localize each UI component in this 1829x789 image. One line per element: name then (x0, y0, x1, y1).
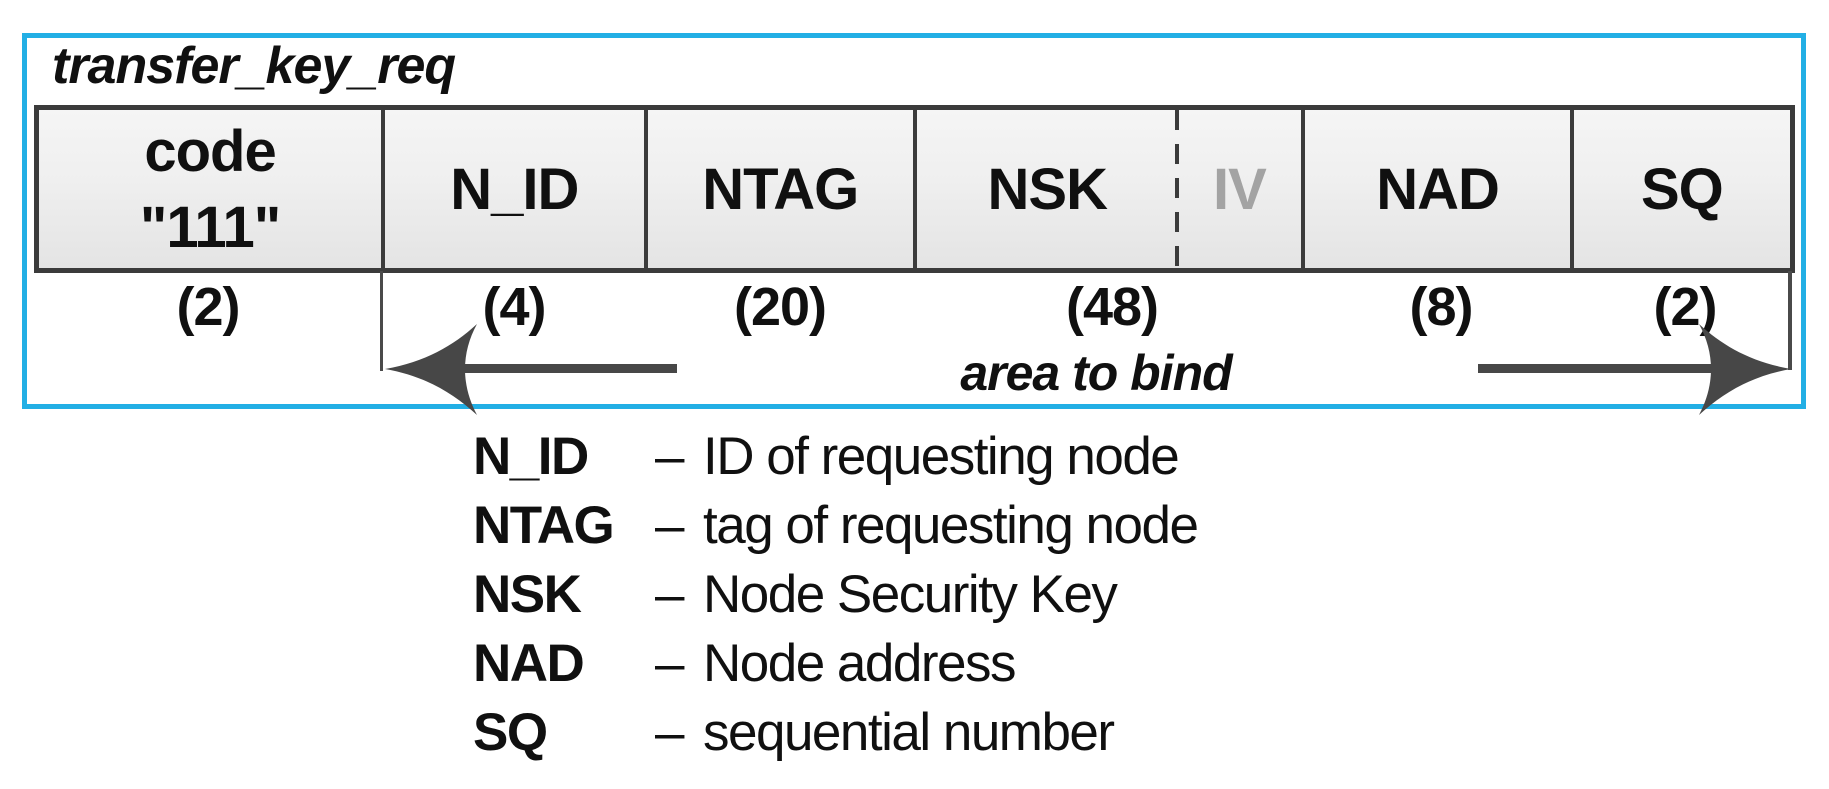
field-size-nsk-iv: (48) (1065, 277, 1159, 337)
legend-dash: – (655, 496, 684, 555)
legend-term: NAD (473, 634, 585, 693)
legend-row-ntag: NTAG – tag of requesting node (473, 491, 1199, 560)
legend-dash: – (655, 427, 684, 486)
field-cell-iv: IV (1175, 110, 1306, 268)
legend-row-nad: NAD – Node address (473, 629, 1197, 698)
bind-area-right-arrow-icon (1478, 324, 1791, 415)
legend-description: ID of requesting node (703, 427, 1180, 486)
bind-area-right-boundary-line (1788, 271, 1792, 370)
field-size-nad: (8) (1409, 277, 1474, 337)
legend-dash: – (655, 565, 684, 624)
legend-description: Node address (703, 634, 1016, 693)
field-cell-code: code "111" (39, 110, 386, 268)
field-cell-sq: SQ (1573, 110, 1791, 268)
field-size-ntag: (20) (733, 277, 827, 337)
field-size-code: (2) (176, 277, 241, 337)
field-label-nsk: NSK (987, 156, 1108, 222)
legend-description: sequential number (703, 703, 1115, 762)
field-label-iv: IV (1213, 156, 1267, 222)
field-label-n-id: N_ID (450, 156, 579, 222)
legend-term: NSK (473, 565, 582, 624)
legend-term: N_ID (473, 427, 589, 486)
area-to-bind-annotation: area to bind (960, 345, 1232, 401)
field-label-nad: NAD (1376, 156, 1500, 222)
legend-description: Node Security Key (703, 565, 1118, 624)
bind-area-left-arrow-icon (385, 324, 677, 415)
legend-term: SQ (473, 703, 548, 762)
field-label-ntag: NTAG (702, 156, 859, 222)
legend-description: tag of requesting node (703, 496, 1199, 555)
legend-dash: – (655, 703, 684, 762)
legend-dash: – (655, 634, 684, 693)
field-legend: N_ID – ID of requesting node NTAG – tag … (473, 422, 1199, 767)
field-cell-ntag: NTAG (647, 110, 917, 268)
field-cell-nsk: NSK (917, 110, 1178, 268)
legend-row-n-id: N_ID – ID of requesting node (473, 422, 1197, 491)
nsk-iv-dashed-divider (1175, 110, 1180, 268)
field-size-n-id: (4) (482, 277, 547, 337)
legend-row-nsk: NSK – Node Security Key (473, 560, 1197, 629)
field-label-code: code (144, 119, 276, 184)
legend-row-sq: SQ – sequential number (473, 698, 1197, 767)
bind-area-left-boundary-line (380, 271, 383, 371)
diagram-title: transfer_key_req (52, 37, 456, 95)
field-size-sq: (2) (1653, 277, 1718, 337)
field-label-sq: SQ (1640, 156, 1724, 222)
legend-term: NTAG (473, 496, 615, 555)
field-cell-nad: NAD (1305, 110, 1574, 268)
packet-field-table: code "111" N_ID NTAG NSK IV NAD SQ (34, 105, 1795, 273)
field-cell-n-id: N_ID (385, 110, 648, 268)
field-value-code: "111" (139, 195, 281, 260)
